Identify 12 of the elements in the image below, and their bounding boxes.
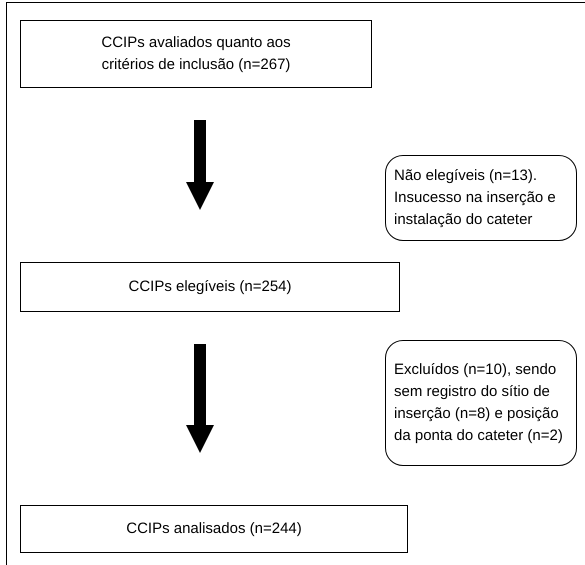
process-box <box>20 505 408 553</box>
arrow <box>186 344 214 453</box>
box-text: CCIPs elegíveis (n=254) <box>128 277 292 297</box>
box-text: CCIPs avaliados quanto aos critérios de inclusão (n=267) <box>100 33 292 75</box>
note-box <box>385 340 577 466</box>
process-box <box>20 262 400 312</box>
box-text: Não elegíveis (n=13). Insucesso na inserção e instalação do cateter <box>394 166 557 230</box>
box-text: CCIPs analisados (n=244) <box>126 519 302 539</box>
process-box <box>20 20 372 88</box>
note-box <box>385 155 577 241</box>
arrow <box>186 120 214 210</box>
box-text: Excluídos (n=10), sendo sem registro do sítio de inserção (n=8) e posição da ponta do cateter (n=2) <box>394 360 564 446</box>
